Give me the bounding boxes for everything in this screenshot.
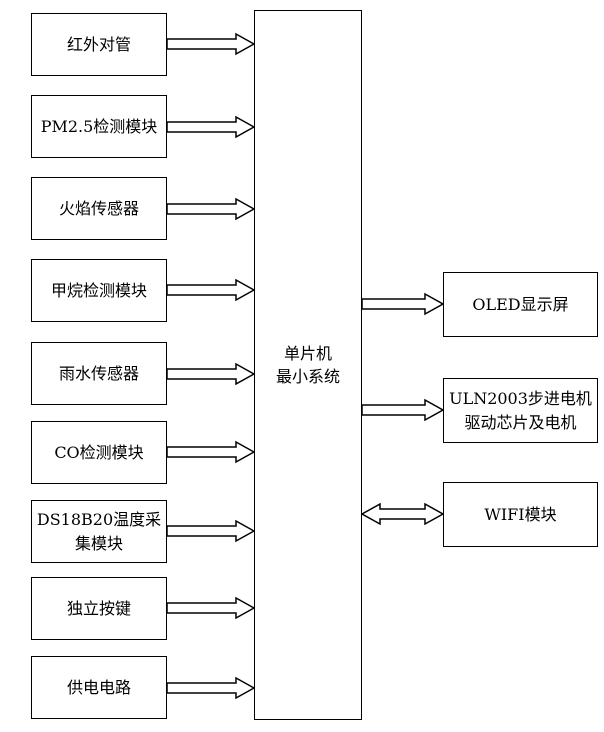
arrow-input-4 (166, 278, 256, 302)
input-ds18b20: DS18B20温度采 集模块 (31, 500, 167, 563)
mcu-block (254, 10, 362, 720)
arrow-wifi-bidirectional (360, 502, 445, 526)
arrow-input-9 (166, 676, 256, 700)
input-flame-sensor: 火焰传感器 (31, 177, 167, 240)
input-power: 供电电路 (31, 656, 167, 719)
arrow-input-7 (166, 519, 256, 543)
arrow-input-6 (166, 440, 256, 464)
input-methane: 甲烷检测模块 (31, 259, 167, 322)
arrow-input-1 (166, 32, 256, 56)
arrow-to-oled (361, 292, 445, 316)
input-buttons: 独立按键 (31, 577, 167, 640)
arrow-input-5 (166, 362, 256, 386)
input-rain-sensor: 雨水传感器 (31, 342, 167, 405)
input-co: CO检测模块 (31, 421, 167, 484)
input-pm25: PM2.5检测模块 (31, 95, 167, 158)
mcu-label-line2: 最小系统 (275, 367, 340, 387)
arrow-input-8 (166, 596, 256, 620)
arrow-input-3 (166, 197, 256, 221)
output-stepper-motor: ULN2003步进电机 驱动芯片及电机 (443, 378, 598, 443)
output-wifi: WIFI模块 (443, 482, 598, 547)
output-oled: OLED显示屏 (443, 272, 598, 337)
mcu-label: 单片机 最小系统 (254, 342, 362, 388)
mcu-label-line1: 单片机 (283, 344, 332, 363)
input-infrared: 红外对管 (31, 13, 167, 76)
arrow-input-2 (166, 115, 256, 139)
arrow-to-stepper (361, 398, 445, 422)
